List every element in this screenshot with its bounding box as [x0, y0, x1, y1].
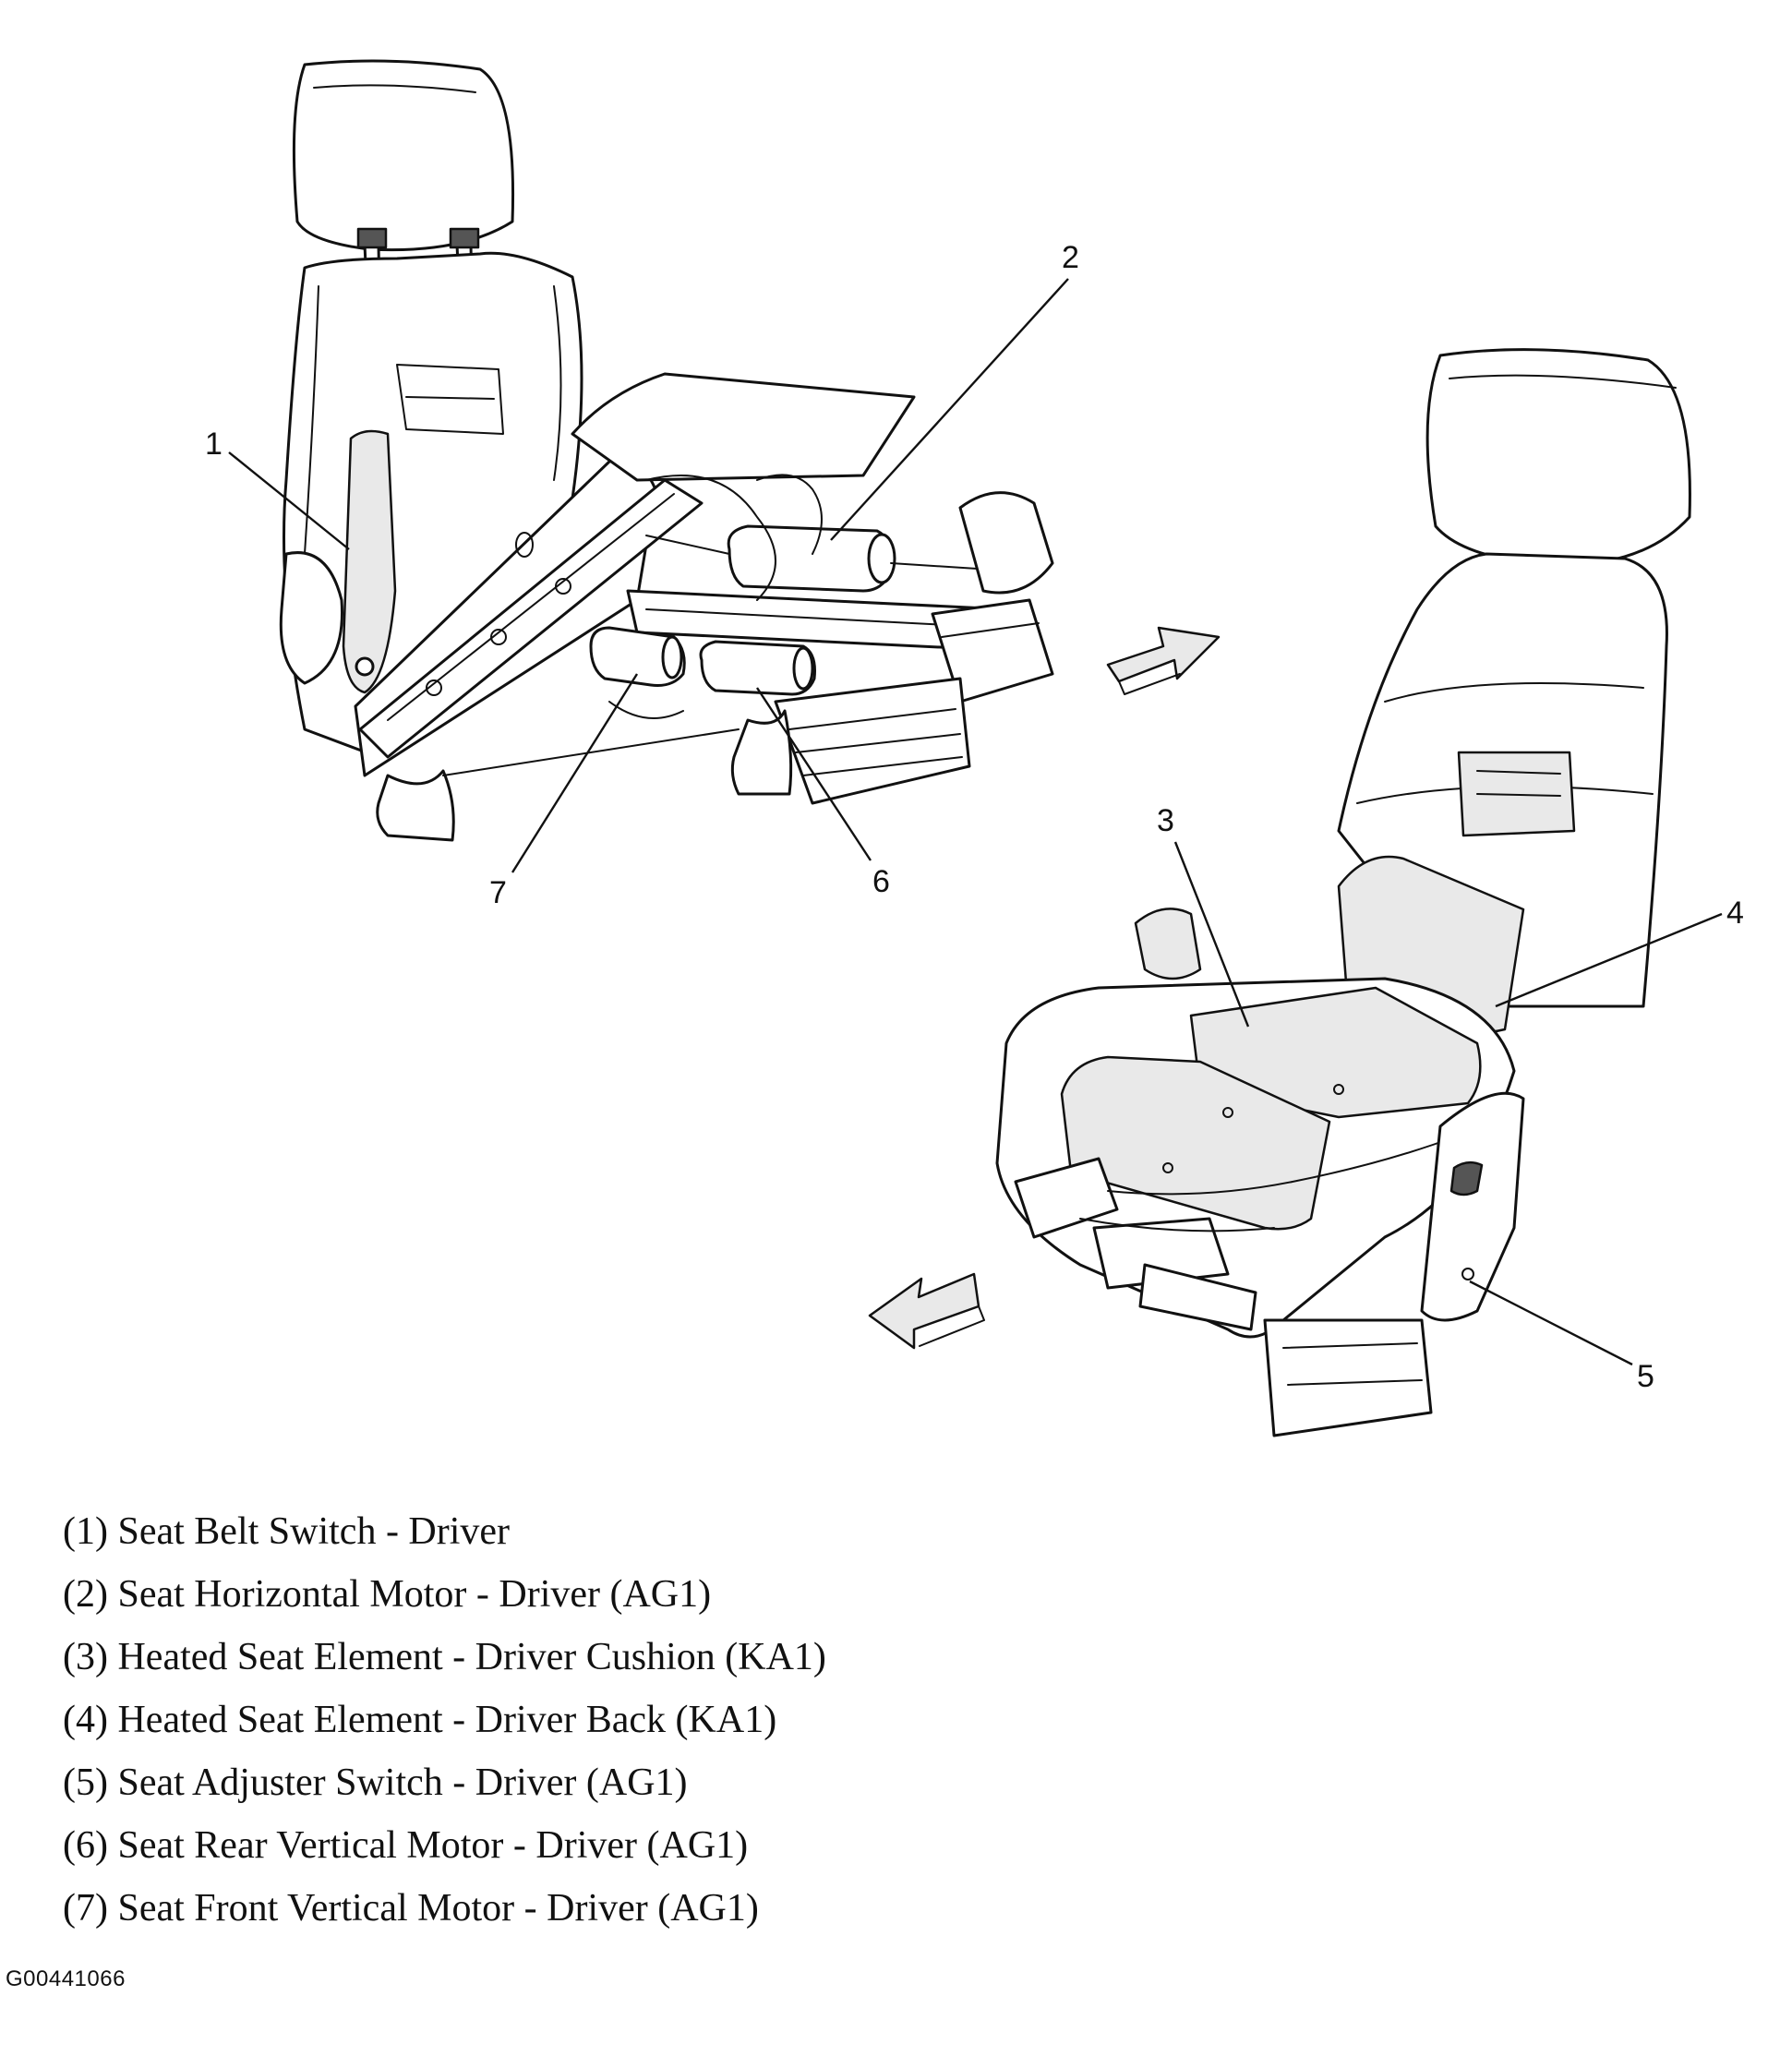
legend-item: (4) Heated Seat Element - Driver Back (K… [63, 1699, 777, 1741]
rearward-direction-arrow [868, 1272, 985, 1350]
legend-item: (6) Seat Rear Vertical Motor - Driver (A… [63, 1824, 749, 1867]
legend-item: (3) Heated Seat Element - Driver Cushion… [63, 1636, 826, 1678]
callout-4: 4 [1726, 896, 1744, 931]
seat-components-diagram: 1 2 3 4 5 6 7 [205, 59, 1744, 1437]
legend-item: (1) Seat Belt Switch - Driver [63, 1510, 511, 1553]
component-legend: (1) Seat Belt Switch - Driver (2) Seat H… [63, 1500, 826, 1940]
seat-heated-elements-illustration [995, 348, 1691, 1437]
callout-6: 6 [872, 864, 890, 899]
callout-2: 2 [1062, 240, 1079, 275]
legend-item: (7) Seat Front Vertical Motor - Driver (… [63, 1887, 759, 1930]
callout-7: 7 [489, 875, 507, 910]
seat-frame-underside-illustration [279, 59, 1054, 842]
legend-item: (5) Seat Adjuster Switch - Driver (AG1) [63, 1761, 688, 1804]
callout-1: 1 [205, 427, 222, 462]
legend-item: (2) Seat Horizontal Motor - Driver (AG1) [63, 1573, 712, 1616]
leader-lines [228, 278, 1723, 1366]
figure-code: G00441066 [6, 1966, 126, 1991]
forward-direction-arrow [1106, 626, 1221, 695]
callout-3: 3 [1157, 803, 1174, 838]
callout-numbers: 1 2 3 4 5 6 7 [205, 240, 1744, 1394]
callout-5: 5 [1637, 1359, 1654, 1394]
